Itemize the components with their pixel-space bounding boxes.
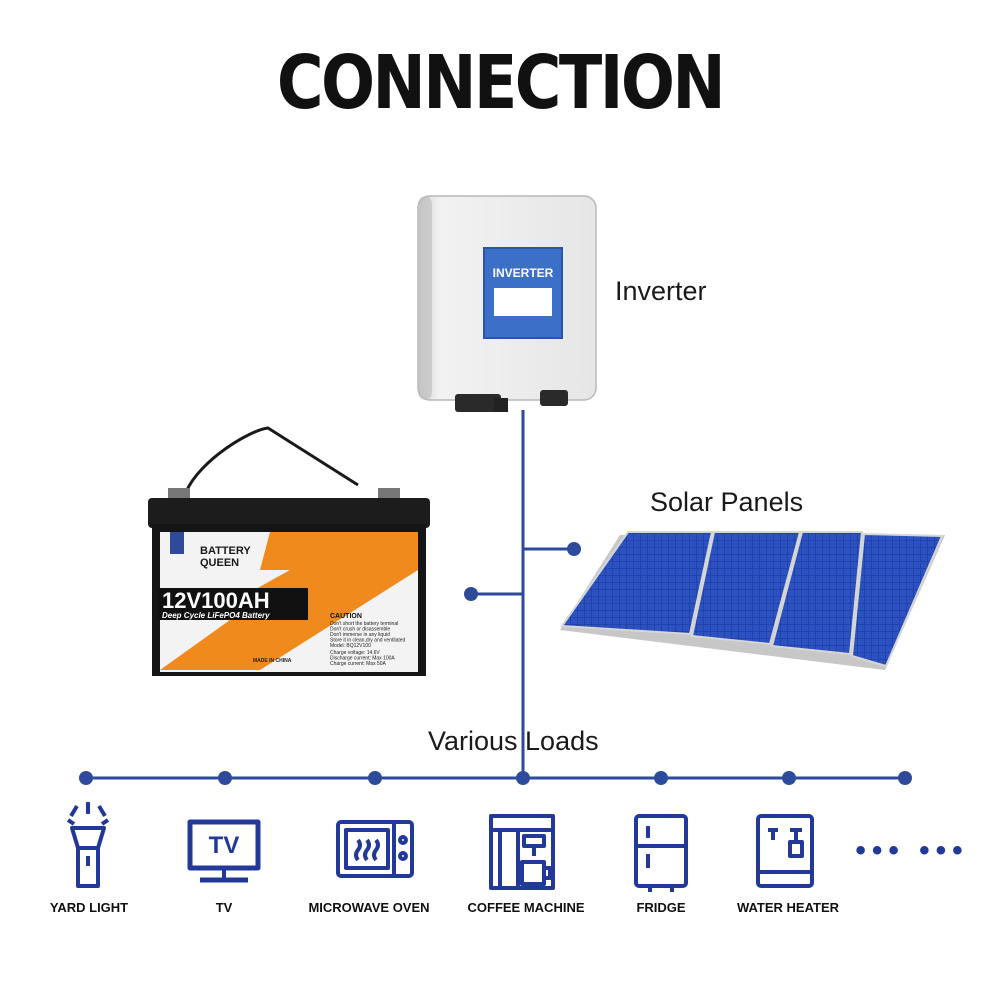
coffee-machine-icon	[491, 816, 553, 888]
inverter-screen-text: INVERTER	[493, 266, 554, 280]
solar-panels-label: Solar Panels	[650, 487, 803, 518]
tv-icon-text: TV	[209, 832, 240, 859]
yard-light-icon	[68, 802, 108, 886]
more-loads-ellipsis: ••• •••	[855, 834, 968, 867]
inverter-device: INVERTER	[410, 190, 610, 420]
load-node	[220, 773, 231, 784]
battery-caution-title: CAUTION	[330, 613, 362, 620]
load-label-microwave-oven: MICROWAVE OVEN	[289, 900, 449, 915]
inverter-connector	[540, 390, 568, 406]
load-label-water-heater: WATER HEATER	[708, 900, 868, 915]
various-loads-label: Various Loads	[428, 726, 599, 757]
inverter-label: Inverter	[615, 276, 707, 307]
load-icons: TV ••• •••	[0, 800, 1000, 900]
load-node	[370, 773, 381, 784]
load-node	[784, 773, 795, 784]
solar-panel	[852, 534, 942, 666]
load-node	[81, 773, 92, 784]
battery-node	[466, 589, 477, 600]
solar-panels	[550, 520, 950, 680]
battery-made-in: MADE IN CHINA	[253, 658, 292, 664]
battery-brand-line1: BATTERY	[200, 545, 251, 557]
battery-device: BATTERY QUEEN 12V100AH Deep Cycle LiFePO…	[140, 420, 440, 685]
battery-caution-line: Model: BQ12V100	[330, 643, 371, 649]
microwave-icon	[338, 822, 412, 876]
fridge-icon	[636, 816, 686, 892]
load-node	[656, 773, 667, 784]
water-heater-icon	[758, 816, 812, 886]
battery-model: 12V100AH	[162, 588, 270, 613]
load-node	[518, 773, 529, 784]
load-label-tv: TV	[144, 900, 304, 915]
battery-handle	[186, 428, 358, 492]
battery-spec-line: Charge current: Max 50A	[330, 661, 387, 667]
battery-subtitle: Deep Cycle LiFePO4 Battery	[162, 611, 270, 620]
solar-panel	[562, 532, 712, 634]
battery-brand-line2: QUEEN	[200, 557, 239, 569]
load-node	[900, 773, 911, 784]
